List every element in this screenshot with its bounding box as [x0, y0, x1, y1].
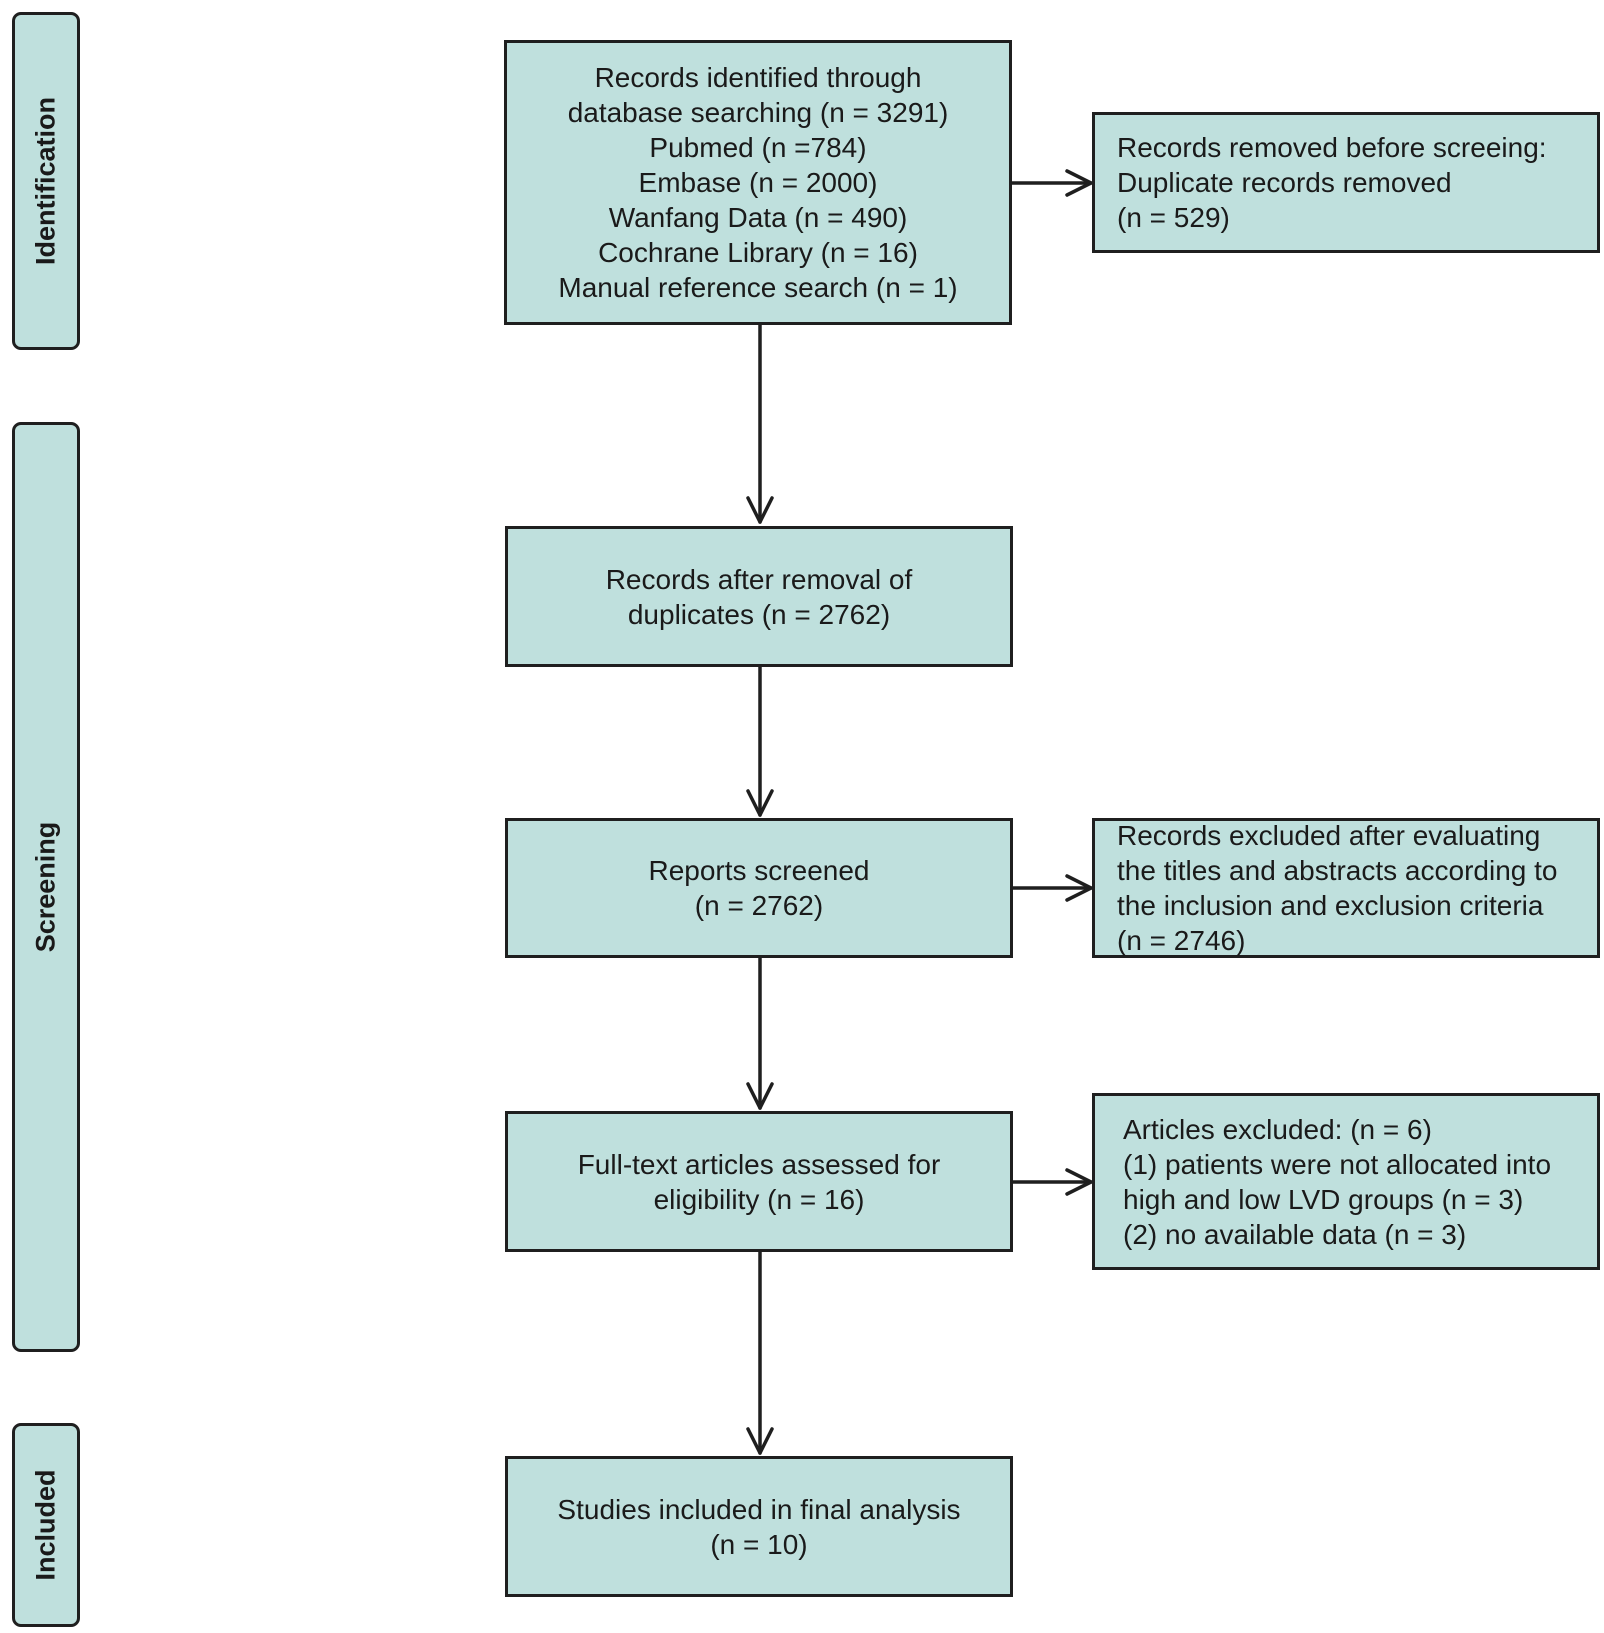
arrow-identified-to-removed — [1010, 169, 1093, 197]
arrow-screened-to-excluded — [1011, 874, 1093, 902]
text-line: Wanfang Data (n = 490) — [608, 202, 908, 233]
text-line: (1) patients were not allocated into — [1123, 1148, 1552, 1180]
text-line: duplicates (n = 2762) — [627, 598, 891, 630]
phase-screening: Screening — [12, 422, 80, 1352]
text-line: Pubmed (n =784) — [649, 132, 867, 163]
text-line: (n = 2746) — [1117, 925, 1246, 956]
box-articles-excluded: Articles excluded: (n = 6) (1) patients … — [1092, 1093, 1600, 1270]
arrow-fulltext-to-included — [746, 1250, 774, 1455]
box-records-identified: Records identified through database sear… — [504, 40, 1012, 325]
text-line: Duplicate records removed — [1117, 167, 1452, 198]
text-line: Studies included in final analysis — [557, 1493, 961, 1525]
text-line: the titles and abstracts according to — [1117, 855, 1558, 886]
text-line: Records excluded after evaluating — [1117, 820, 1541, 851]
text-line: (n = 529) — [1117, 202, 1230, 233]
text-line: the inclusion and exclusion criteria — [1117, 890, 1544, 921]
text-line: database searching (n = 3291) — [567, 97, 949, 128]
box-studies-included: Studies included in final analysis (n = … — [505, 1456, 1013, 1597]
arrow-identified-to-after-removal — [746, 323, 774, 524]
text-line: Cochrane Library (n = 16) — [598, 237, 918, 268]
text-line: Reports screened — [648, 855, 870, 886]
box-reports-screened: Reports screened (n = 2762) — [505, 818, 1013, 958]
text-line: eligibility (n = 16) — [653, 1183, 865, 1215]
text-line: high and low LVD groups (n = 3) — [1123, 1183, 1524, 1215]
box-records-removed: Records removed before screeing: Duplica… — [1092, 112, 1600, 253]
text-line: (2) no available data (n = 3) — [1123, 1218, 1467, 1250]
text-line: (n = 10) — [710, 1528, 808, 1560]
arrow-fulltext-to-articles-excluded — [1011, 1168, 1093, 1196]
box-records-excluded: Records excluded after evaluating the ti… — [1092, 818, 1600, 958]
text-line: Records removed before screeing: — [1117, 132, 1547, 163]
text-line: Articles excluded: (n = 6) — [1123, 1113, 1432, 1145]
box-fulltext-assessed: Full-text articles assessed for eligibil… — [505, 1111, 1013, 1252]
text-line: Full-text articles assessed for — [577, 1148, 941, 1180]
arrow-screened-to-fulltext — [746, 956, 774, 1110]
phase-included: Included — [12, 1423, 80, 1627]
text-line: (n = 2762) — [694, 890, 824, 921]
text-line: Records after removal of — [605, 563, 913, 595]
box-records-after-removal: Records after removal of duplicates (n =… — [505, 526, 1013, 667]
text-line: Records identified through — [594, 62, 922, 93]
text-line: Embase (n = 2000) — [638, 167, 878, 198]
text-line: Manual reference search (n = 1) — [558, 272, 958, 303]
phase-identification: Identification — [12, 12, 80, 350]
arrow-after-removal-to-screened — [746, 665, 774, 817]
